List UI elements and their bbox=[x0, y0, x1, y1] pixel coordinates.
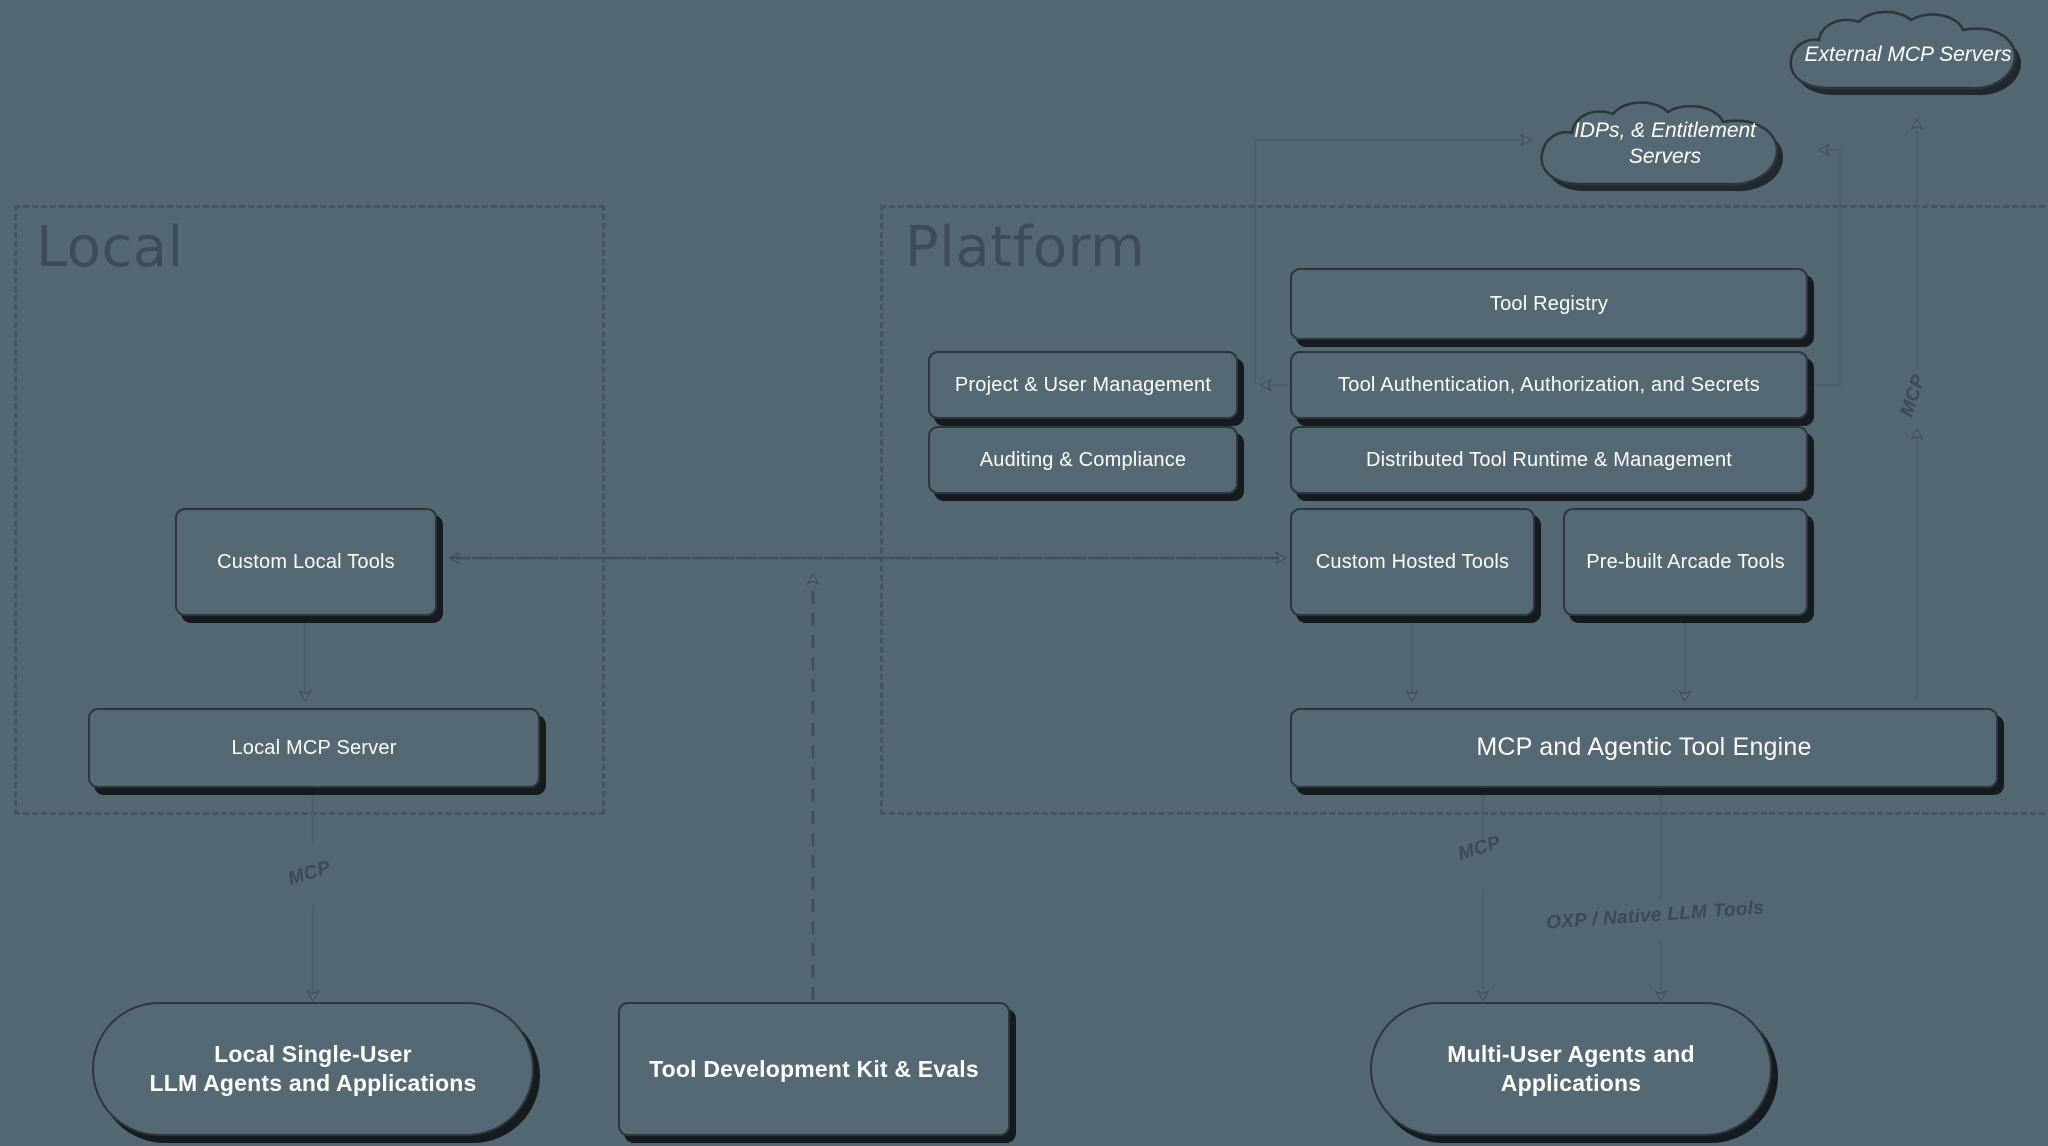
cloud-shape bbox=[1540, 101, 1783, 192]
edge-label-mcp-engine: MCP bbox=[1455, 832, 1504, 865]
cloud-external-mcp-servers-label: External MCP Servers bbox=[1804, 42, 2012, 66]
node-tool-development-kit[interactable]: Tool Development Kit & Evals bbox=[618, 1002, 1010, 1136]
cloud-external-mcp-servers: External MCP Servers bbox=[1772, 8, 2044, 108]
node-multi-user-agents-line1: Multi-User Agents and bbox=[1447, 1041, 1695, 1068]
cloud-shape bbox=[1789, 10, 2021, 96]
node-local-agents-line2: LLM Agents and Applications bbox=[149, 1070, 477, 1096]
zone-local bbox=[14, 205, 605, 815]
zone-local-label: Local bbox=[36, 215, 184, 280]
edge-label-oxp-native: OXP / Native LLM Tools bbox=[1545, 897, 1765, 934]
node-auditing-compliance[interactable]: Auditing & Compliance bbox=[928, 426, 1238, 494]
node-mcp-agentic-tool-engine[interactable]: MCP and Agentic Tool Engine bbox=[1290, 708, 1998, 788]
node-tool-registry[interactable]: Tool Registry bbox=[1290, 268, 1808, 340]
node-custom-hosted-tools-label: Custom Hosted Tools bbox=[1315, 550, 1510, 573]
node-prebuilt-arcade-tools[interactable]: Pre-built Arcade Tools bbox=[1563, 508, 1808, 616]
node-multi-user-agents-line2: Applications bbox=[1500, 1070, 1642, 1096]
node-tool-auth[interactable]: Tool Authentication, Authorization, and … bbox=[1290, 351, 1808, 419]
node-project-user-management[interactable]: Project & User Management bbox=[928, 351, 1238, 419]
node-distributed-tool-runtime-label: Distributed Tool Runtime & Management bbox=[1365, 448, 1733, 471]
node-custom-local-tools[interactable]: Custom Local Tools bbox=[175, 508, 437, 616]
node-local-mcp-server[interactable]: Local MCP Server bbox=[88, 708, 540, 788]
node-prebuilt-arcade-tools-label: Pre-built Arcade Tools bbox=[1586, 550, 1785, 573]
node-auditing-compliance-label: Auditing & Compliance bbox=[979, 448, 1187, 471]
node-mcp-agentic-tool-engine-label: MCP and Agentic Tool Engine bbox=[1476, 733, 1812, 762]
node-local-agents-line1: Local Single-User bbox=[214, 1041, 412, 1068]
edge-label-mcp-local: MCP bbox=[285, 857, 334, 890]
cloud-idps-entitlement-servers-label: IDPs, & Entitlement Servers bbox=[1556, 118, 1774, 171]
cloud-idps-entitlement-servers: IDPs, & Entitlement Servers bbox=[1524, 96, 1806, 206]
node-local-agents-label: Local Single-User LLM Agents and Applica… bbox=[138, 1040, 489, 1098]
node-multi-user-agents-label: Multi-User Agents and Applications bbox=[1435, 1040, 1706, 1098]
node-tool-auth-label: Tool Authentication, Authorization, and … bbox=[1338, 373, 1760, 396]
node-tool-development-kit-label: Tool Development Kit & Evals bbox=[649, 1055, 979, 1082]
node-local-mcp-server-label: Local MCP Server bbox=[231, 736, 397, 759]
node-project-user-management-label: Project & User Management bbox=[954, 373, 1212, 396]
node-tool-registry-label: Tool Registry bbox=[1489, 292, 1609, 315]
cloud-idps-line2: Servers bbox=[1628, 145, 1702, 168]
zone-platform-label: Platform bbox=[905, 215, 1146, 280]
cloud-idps-line1: IDPs, & Entitlement bbox=[1573, 118, 1757, 142]
node-multi-user-agents[interactable]: Multi-User Agents and Applications bbox=[1370, 1002, 1772, 1136]
node-custom-local-tools-label: Custom Local Tools bbox=[217, 550, 395, 573]
node-custom-hosted-tools[interactable]: Custom Hosted Tools bbox=[1290, 508, 1535, 616]
node-distributed-tool-runtime[interactable]: Distributed Tool Runtime & Management bbox=[1290, 426, 1808, 494]
node-local-agents[interactable]: Local Single-User LLM Agents and Applica… bbox=[92, 1002, 534, 1136]
